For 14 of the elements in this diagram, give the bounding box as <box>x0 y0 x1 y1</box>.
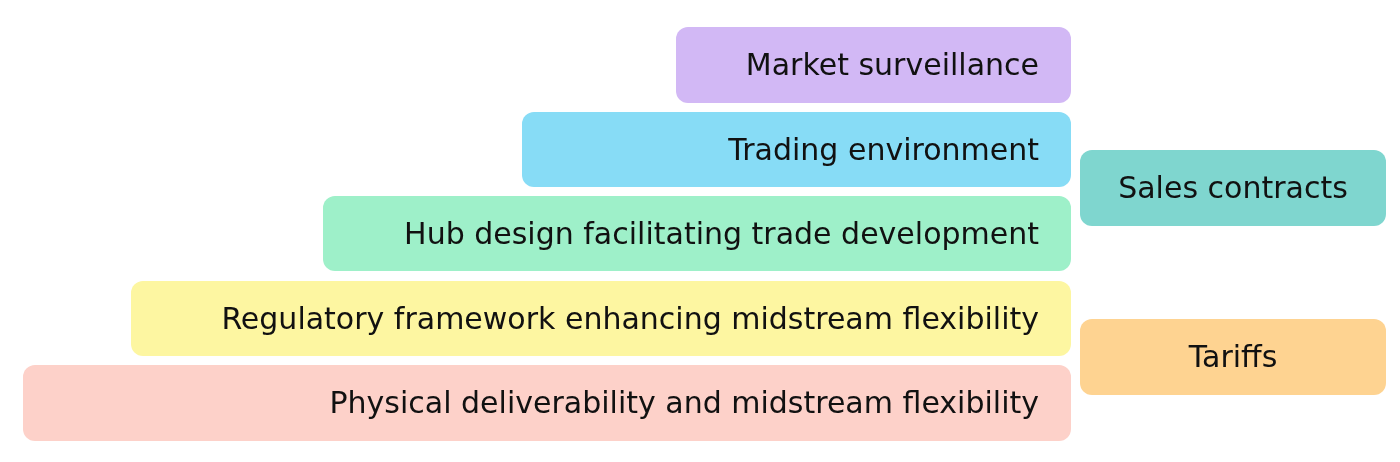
side-title: Sales contracts <box>1118 170 1348 206</box>
layer-title: Physical deliverability and midstream flexibility <box>329 385 1039 421</box>
layer-bar <box>676 27 1071 103</box>
layer-bar <box>522 112 1071 187</box>
side-title: Tariffs <box>1188 339 1278 375</box>
layer-title: Market surveillance <box>745 47 1039 83</box>
layer-title: Trading environment <box>728 131 1039 168</box>
side-panel <box>1080 319 1386 395</box>
layer-bar <box>131 281 1071 356</box>
side-panel <box>1080 150 1386 226</box>
layer-bar <box>323 196 1071 271</box>
layer-title: Regulatory framework enhancing midstream flexibility <box>221 300 1039 337</box>
layer-bar <box>23 365 1071 441</box>
layer-title: Hub design facilitating trade development <box>404 215 1039 252</box>
